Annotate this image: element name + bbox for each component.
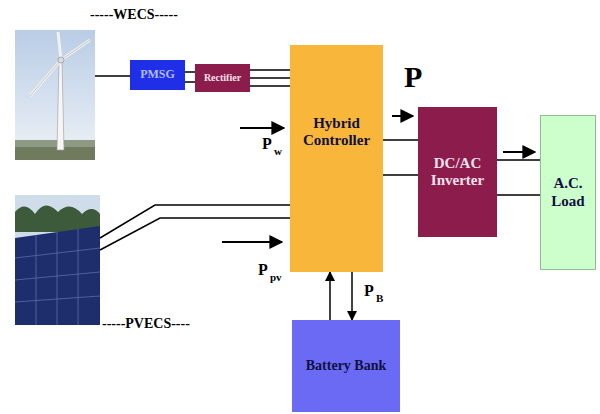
power-connector	[351, 272, 353, 320]
load-box: A.C. Load	[540, 115, 596, 270]
battery-box: Battery Bank	[292, 320, 400, 412]
flow-arrow	[222, 241, 282, 243]
pv-wire	[100, 218, 290, 250]
power-connector	[383, 140, 418, 175]
power-symbol: P	[258, 262, 268, 278]
system-label: -----WECS-----	[90, 8, 178, 22]
inverter-box: DC/AC Inverter	[418, 107, 497, 237]
shaft-wire	[95, 75, 130, 77]
box-label: A.C. Load	[545, 175, 591, 210]
controller-box: Hybrid Controller	[290, 45, 383, 272]
power-connector	[329, 272, 331, 320]
pv-wire	[100, 205, 290, 238]
flow-arrow	[392, 115, 413, 117]
power-symbol: P	[364, 283, 374, 299]
box-label: DC/AC Inverter	[422, 155, 493, 190]
power-subscript: pv	[270, 272, 282, 283]
system-label: -----PVECS----	[102, 317, 190, 331]
power-connector	[185, 72, 195, 82]
box-label: Battery Bank	[306, 358, 387, 374]
box-label: Hybrid Controller	[294, 115, 379, 150]
box-label: Rectifier	[204, 72, 241, 84]
power-symbol: P	[404, 62, 422, 92]
generator-box: PMSG	[130, 60, 185, 90]
flow-arrow	[240, 127, 284, 129]
box-label: PMSG	[140, 68, 175, 82]
power-connector	[497, 160, 540, 195]
power-connector	[250, 70, 290, 86]
power-symbol: P	[262, 136, 272, 152]
rectifier-box: Rectifier	[195, 64, 250, 92]
wind-turbine-photo	[15, 30, 95, 160]
flow-arrow	[503, 151, 535, 153]
power-subscript: B	[376, 293, 383, 304]
power-subscript: w	[274, 146, 282, 157]
solar-panel-photo	[15, 195, 100, 325]
